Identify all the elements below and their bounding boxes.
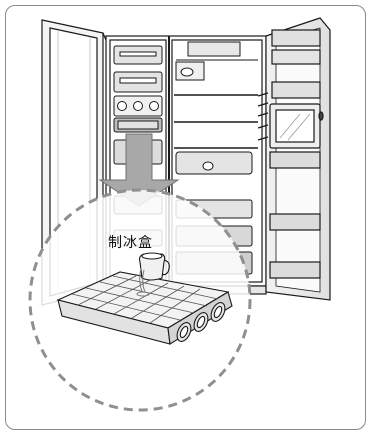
fridge-door [266, 18, 330, 300]
ice-tray-label: 制冰盒 [108, 232, 198, 252]
